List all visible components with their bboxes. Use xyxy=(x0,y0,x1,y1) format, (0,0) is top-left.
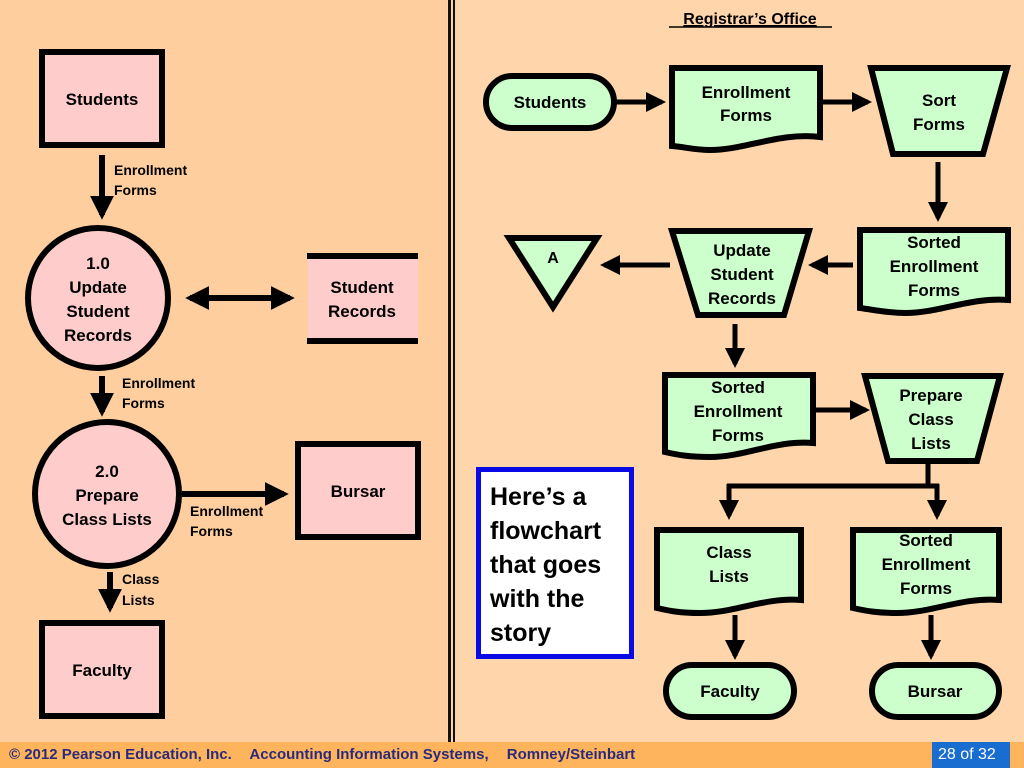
dfd-bursar-entity: Bursar xyxy=(295,441,421,540)
dfd-students-label: Students xyxy=(66,90,139,109)
fc-sorted3-line1: Sorted xyxy=(899,531,953,550)
dfd-flow4-line1: Class xyxy=(122,571,160,587)
callout-line: flowchart xyxy=(490,517,602,545)
dfd-flow2-line2: Forms xyxy=(122,395,165,411)
fc-faculty-terminal: Faculty xyxy=(663,662,797,720)
fc-sort-line2: Forms xyxy=(913,115,965,134)
fc-sorted1-line2: Enrollment xyxy=(890,257,979,276)
fc-sort-line1: Sort xyxy=(922,91,956,110)
fc-sorted2-line1: Sorted xyxy=(711,378,765,397)
fc-update-line3: Records xyxy=(708,289,776,308)
dfd-process-2: 2.0 Prepare Class Lists xyxy=(32,419,182,569)
fc-enroll-line1: Enrollment xyxy=(702,83,791,102)
dfd-faculty-label: Faculty xyxy=(72,661,132,680)
fc-sorted-forms-document-2: Sorted Enrollment Forms xyxy=(662,372,816,461)
dfd-process1-line2: Student xyxy=(66,302,130,321)
page-number: 28 of 32 xyxy=(932,742,1010,768)
fc-classlists-line2: Lists xyxy=(709,567,749,586)
callout-line: with the xyxy=(490,585,585,613)
dfd-process1-line1: Update xyxy=(69,278,127,297)
footer-authors: Romney/Steinbart xyxy=(506,746,636,763)
dfd-store-line2: Records xyxy=(328,302,396,321)
fc-bursar-terminal: Bursar xyxy=(869,662,1002,720)
callout-line: Here’s a xyxy=(490,483,587,511)
dfd-process1-line3: Records xyxy=(64,326,132,345)
footer-book-title: Accounting Information Systems, xyxy=(249,746,489,763)
fc-classlists-line1: Class xyxy=(706,543,751,562)
dfd-bursar-label: Bursar xyxy=(331,482,386,501)
fc-sorted3-line3: Forms xyxy=(900,579,952,598)
fc-prepare-line2: Class xyxy=(908,410,953,429)
fc-update-records-manual-op: Update Student Records xyxy=(667,228,814,318)
dfd-store-line1: Student xyxy=(330,278,394,297)
fc-sorted1-line1: Sorted xyxy=(907,233,961,252)
fc-faculty-label: Faculty xyxy=(700,682,760,701)
dfd-flow4-line2: Lists xyxy=(122,592,155,608)
dfd-process2-line1: Prepare xyxy=(75,486,138,505)
dfd-process1-number: 1.0 xyxy=(86,254,110,273)
fc-prepare-lists-manual-op: Prepare Class Lists xyxy=(861,373,1004,464)
fc-split-connector xyxy=(719,463,947,520)
footer-bar: © 2012 Pearson Education, Inc. Accountin… xyxy=(0,742,1024,768)
callout-line: that goes xyxy=(490,551,602,579)
dfd-flow3-line2: Forms xyxy=(190,523,233,539)
fc-sorted2-line2: Enrollment xyxy=(694,402,783,421)
registrar-heading: Registrar’s Office xyxy=(683,11,816,28)
dfd-flow2-line1: Enrollment xyxy=(122,375,195,391)
dfd-flow1-line2: Forms xyxy=(114,182,157,198)
fc-class-lists-document: Class Lists xyxy=(654,527,804,617)
dfd-flow1-line1: Enrollment xyxy=(114,162,187,178)
fc-students-terminal: Students xyxy=(483,73,617,131)
dfd-faculty-entity: Faculty xyxy=(39,620,165,719)
fc-sorted-forms-document-1: Sorted Enrollment Forms xyxy=(857,227,1011,317)
fc-bursar-label: Bursar xyxy=(908,682,963,701)
callout-line: story xyxy=(490,619,552,647)
footer-copyright: © 2012 Pearson Education, Inc. xyxy=(9,746,232,763)
fc-sort-forms-manual-op: Sort Forms xyxy=(867,65,1011,157)
dfd-process2-line2: Class Lists xyxy=(62,510,152,529)
fc-prepare-line1: Prepare xyxy=(899,386,962,405)
dfd-process-1: 1.0 Update Student Records xyxy=(25,225,171,371)
fc-update-line1: Update xyxy=(713,241,771,260)
callout-box: Here’s a flowchart that goes with the st… xyxy=(476,467,634,659)
fc-enrollment-forms-document: Enrollment Forms xyxy=(669,65,823,154)
dfd-data-store: Student Records xyxy=(307,253,418,344)
fc-sorted1-line3: Forms xyxy=(908,281,960,300)
panel-divider xyxy=(447,0,458,742)
fc-sorted-forms-document-3: Sorted Enrollment Forms xyxy=(850,527,1002,617)
dfd-students-entity: Students xyxy=(39,49,165,148)
dfd-process2-number: 2.0 xyxy=(95,462,119,481)
fc-prepare-line3: Lists xyxy=(911,434,951,453)
fc-sorted2-line3: Forms xyxy=(712,426,764,445)
diagram-canvas: Students Enrollment Forms 1.0 Update Stu… xyxy=(25,11,1011,720)
fc-connector-label: A xyxy=(547,250,559,267)
fc-sorted3-line2: Enrollment xyxy=(882,555,971,574)
fc-update-line2: Student xyxy=(710,265,774,284)
dfd-flow3-line1: Enrollment xyxy=(190,503,263,519)
fc-students-label: Students xyxy=(514,93,587,112)
fc-enroll-line2: Forms xyxy=(720,106,772,125)
fc-offpage-connector: A xyxy=(503,235,603,313)
